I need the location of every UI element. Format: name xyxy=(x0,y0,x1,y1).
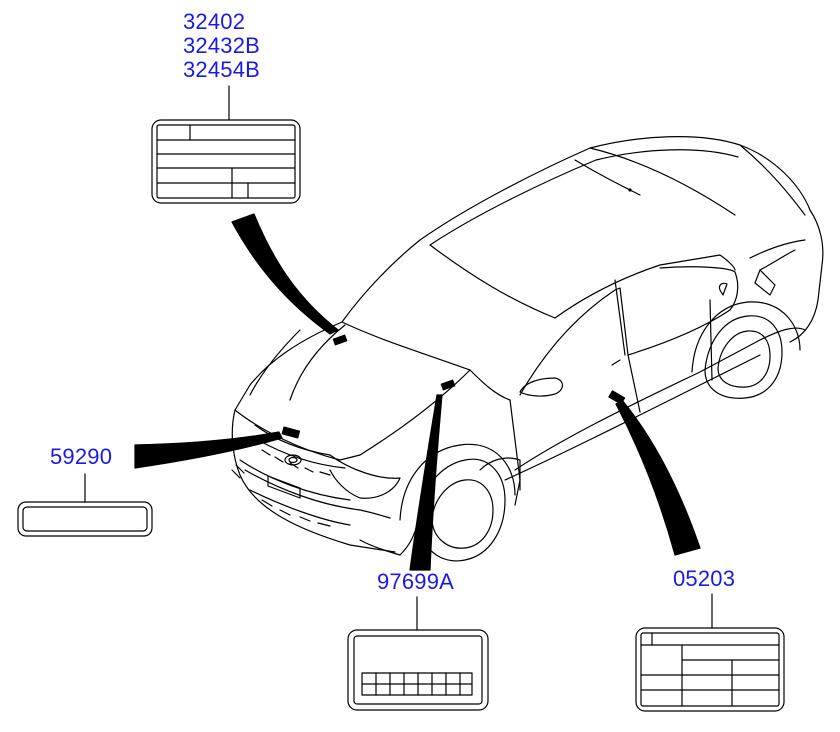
part-number-05203[interactable]: 05203 xyxy=(673,566,736,591)
mark-windshield-center xyxy=(440,379,456,391)
label-drawing-05203 xyxy=(635,593,785,712)
leader-59290-wedge xyxy=(134,431,283,469)
part-number-59290[interactable]: 59290 xyxy=(50,444,113,469)
label-drawing-97699a xyxy=(347,596,489,711)
part-number-97699a-callout[interactable]: 97699A xyxy=(377,570,454,594)
leader-wedges xyxy=(134,213,701,571)
label-drawing-59290 xyxy=(17,473,153,537)
label-marks xyxy=(281,334,626,439)
part-number-32454b[interactable]: 32454B xyxy=(183,57,261,82)
label-drawing-group xyxy=(151,85,301,204)
car-body xyxy=(231,136,824,562)
part-number-32432b[interactable]: 32432B xyxy=(183,33,261,58)
part-number-59290-callout[interactable]: 59290 xyxy=(50,445,112,469)
mark-door xyxy=(608,390,626,405)
leader-97699a-wedge xyxy=(409,394,443,571)
part-number-group-callout[interactable]: 32402 32432B 32454B xyxy=(183,10,260,82)
leader-group-wedge xyxy=(231,213,339,335)
part-number-32402[interactable]: 32402 xyxy=(183,9,246,34)
part-number-05203-callout[interactable]: 05203 xyxy=(673,567,735,591)
part-number-97699a[interactable]: 97699A xyxy=(377,569,455,594)
mark-windshield-top xyxy=(332,334,348,346)
leader-05203-wedge xyxy=(615,399,701,556)
mark-hood-front xyxy=(281,426,301,439)
